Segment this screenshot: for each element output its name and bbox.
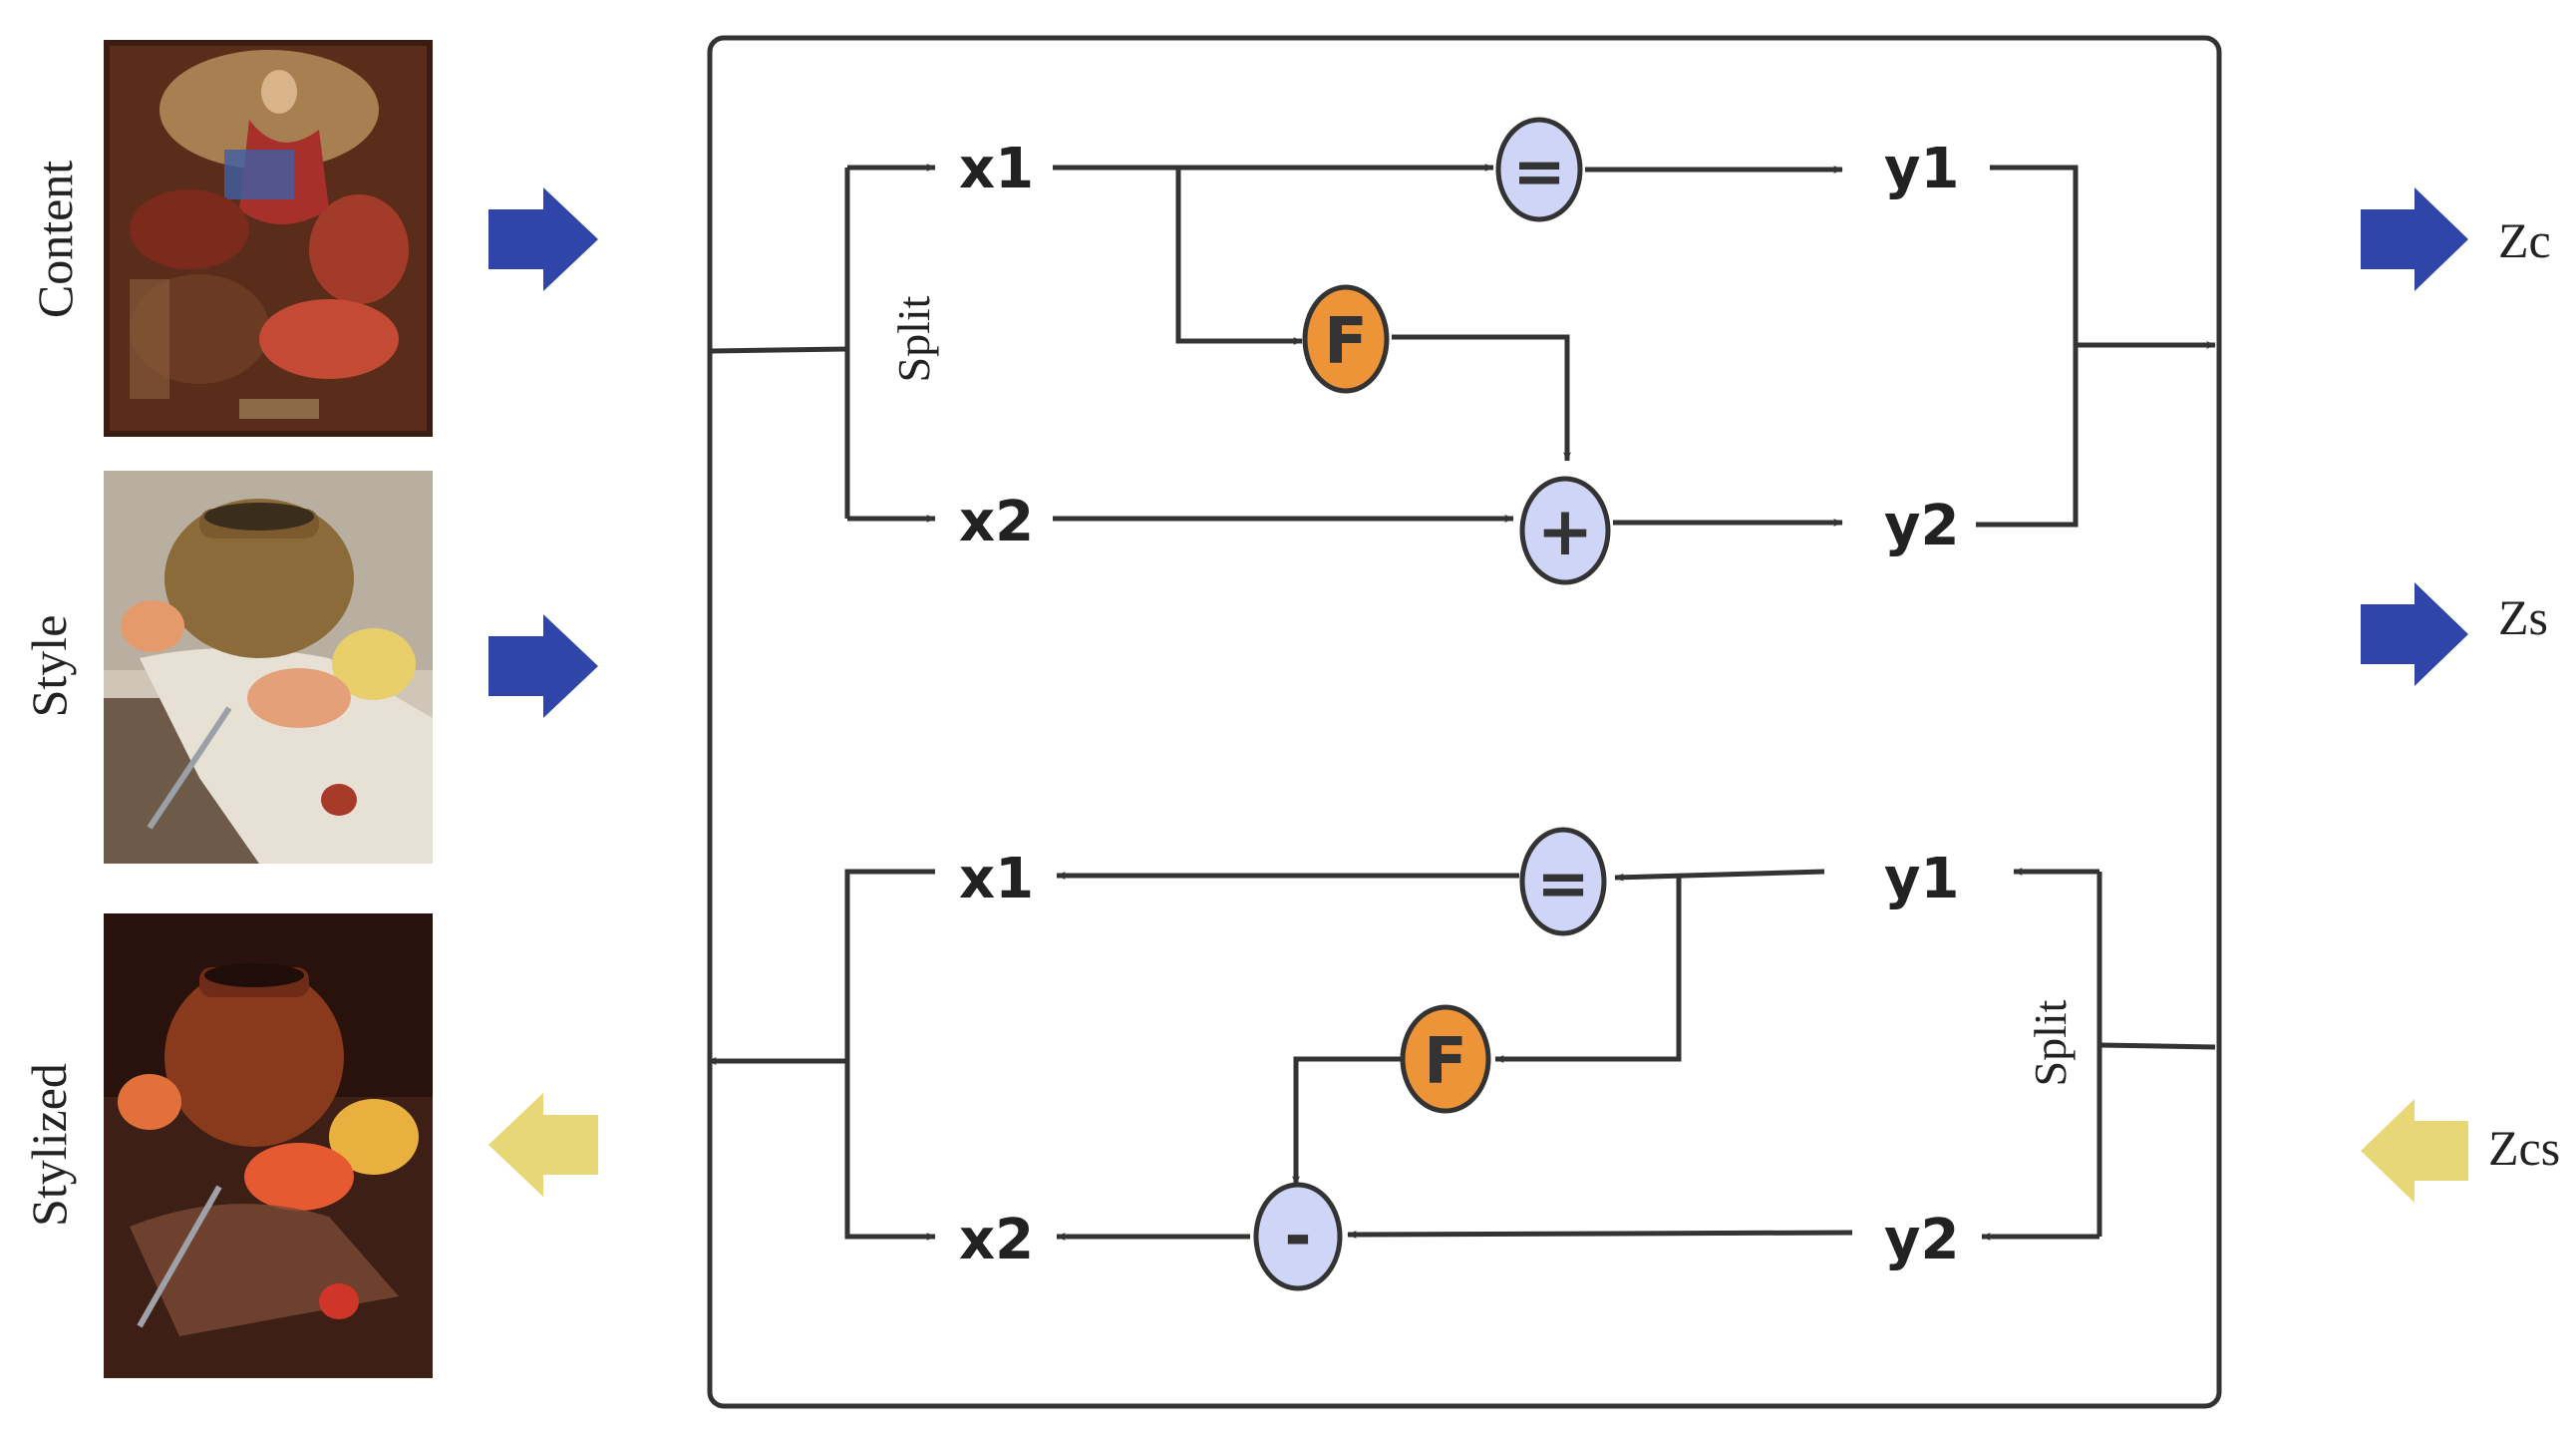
invertible-block-frame (707, 35, 2222, 1409)
reverse-x2: x2 (959, 1208, 1034, 1272)
svg-text:=: = (1536, 848, 1590, 921)
forward-split-label: Split (888, 295, 939, 382)
reverse-y1: y1 (1884, 847, 1959, 911)
forward-y1: y1 (1884, 137, 1959, 201)
reverse-x1: x1 (959, 847, 1034, 911)
stylized-label: Stylized (21, 1063, 77, 1227)
forward-identity-op: = (1495, 117, 1583, 222)
stylized-image (104, 913, 433, 1378)
forward-x2: x2 (959, 490, 1034, 554)
style-image (104, 471, 433, 864)
zcs-label: Zcs (2488, 1120, 2560, 1176)
style-label: Style (21, 615, 77, 718)
content-input-arrow (488, 187, 598, 291)
zs-label: Zs (2498, 589, 2548, 645)
forward-x1: x1 (959, 137, 1034, 201)
reverse-pass: Split x1 x2 y1 y2 = F - (707, 827, 2216, 1291)
zcs-input-arrow (2361, 1099, 2468, 1203)
svg-text:-: - (1284, 1198, 1311, 1274)
reverse-y2: y2 (1884, 1208, 1959, 1272)
reverse-subtract-op: - (1253, 1182, 1343, 1291)
forward-add-op: + (1519, 476, 1611, 585)
svg-text:+: + (1537, 493, 1594, 571)
zc-output-arrow (2361, 187, 2468, 291)
zc-label: Zc (2498, 212, 2551, 268)
stylized-output-arrow (488, 1093, 598, 1197)
forward-y2: y2 (1884, 494, 1959, 558)
svg-text:F: F (1424, 1025, 1467, 1099)
reverse-f-op: F (1400, 1004, 1491, 1114)
style-input-arrow (488, 614, 598, 718)
svg-text:F: F (1324, 305, 1368, 379)
content-image (104, 40, 433, 437)
zs-output-arrow (2361, 582, 2468, 686)
content-label: Content (27, 161, 83, 318)
reverse-identity-op: = (1519, 827, 1607, 936)
svg-text:=: = (1512, 136, 1566, 209)
forward-f-op: F (1302, 284, 1390, 394)
forward-pass: Split x1 x2 y1 y2 = F + (711, 117, 2216, 585)
reverse-split-label: Split (2025, 999, 2076, 1086)
